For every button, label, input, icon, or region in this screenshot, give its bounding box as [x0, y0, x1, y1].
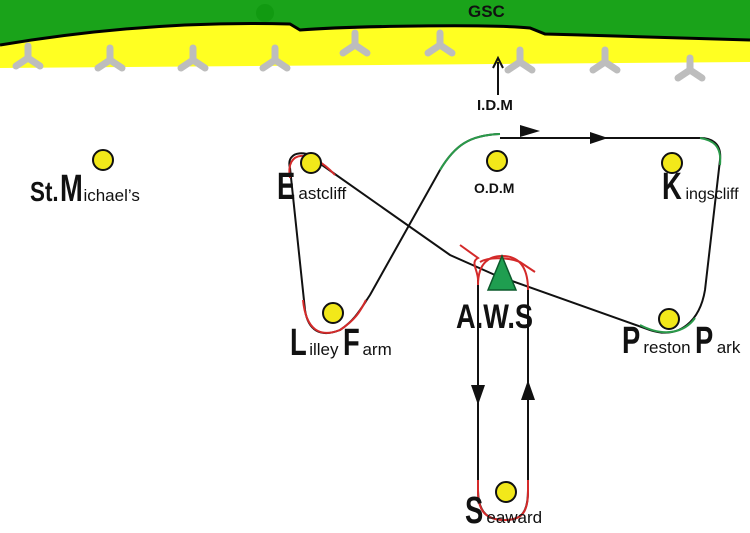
red-segment-seaward — [477, 480, 529, 522]
hedgehog-obstacles — [12, 29, 706, 82]
green-segment-preston — [639, 317, 696, 334]
odm-label: O.D.M — [474, 180, 515, 196]
direction-arrow-up — [521, 380, 535, 400]
station-label-initial: F — [343, 322, 360, 364]
station-label-part: arm — [362, 340, 392, 359]
hedgehog-icon — [504, 46, 536, 74]
direction-arrow-odm — [520, 125, 540, 137]
green-dot-marker — [256, 4, 274, 22]
hedgehog-icon — [94, 44, 126, 72]
station-label-part: ichael’s — [83, 186, 140, 205]
station-st-michaels: St. Michael’s — [30, 168, 140, 211]
green-segment-odm — [439, 133, 501, 171]
station-label-initial: K — [662, 166, 682, 208]
gsc-label: GSC — [468, 2, 505, 21]
station-dot-odm — [486, 150, 508, 172]
aws-label: A.W.S — [456, 298, 534, 336]
station-dot-st-michaels — [92, 149, 114, 171]
station-label-initial: E — [277, 166, 296, 208]
direction-arrow-down — [471, 385, 485, 405]
aws-triangle-icon — [486, 254, 518, 291]
hedgehog-icon — [177, 44, 209, 72]
red-segment-lilley — [302, 299, 367, 334]
direction-arrow-kingscliff — [590, 132, 608, 144]
hedgehog-icon — [12, 42, 44, 70]
station-label-initial: S — [465, 490, 484, 532]
station-dot-eastcliff — [300, 152, 322, 174]
station-dot-seaward — [495, 481, 517, 503]
station-label-part: eaward — [486, 508, 543, 527]
station-label-initial: P — [695, 320, 714, 362]
station-label-initial: L — [290, 322, 307, 364]
station-label-part: ark — [716, 338, 741, 357]
idm-label: I.D.M — [477, 97, 513, 114]
station-dot-kingscliff — [661, 152, 683, 174]
hedgehog-icon — [259, 44, 291, 72]
station-label-part: ingscliff — [685, 186, 739, 203]
hedgehog-icon — [339, 29, 371, 57]
station-label-initial: P — [622, 320, 641, 362]
green-segment-kingscliff — [699, 137, 722, 166]
station-dot-preston-park — [658, 308, 680, 330]
hedgehog-icon — [674, 54, 706, 82]
station-label-part: illey — [309, 340, 344, 359]
station-label-part: St. — [30, 176, 59, 207]
station-label-initial: M — [59, 168, 83, 210]
red-segment-eastcliff — [288, 154, 336, 179]
station-label-part: reston — [643, 338, 696, 357]
shoreline — [0, 21, 750, 47]
idm-arrowhead — [492, 55, 504, 69]
hedgehog-icon — [589, 46, 621, 74]
station-label-part: astcliff — [298, 184, 347, 203]
hedgehog-icon — [424, 29, 456, 57]
station-dot-lilley-farm — [322, 302, 344, 324]
